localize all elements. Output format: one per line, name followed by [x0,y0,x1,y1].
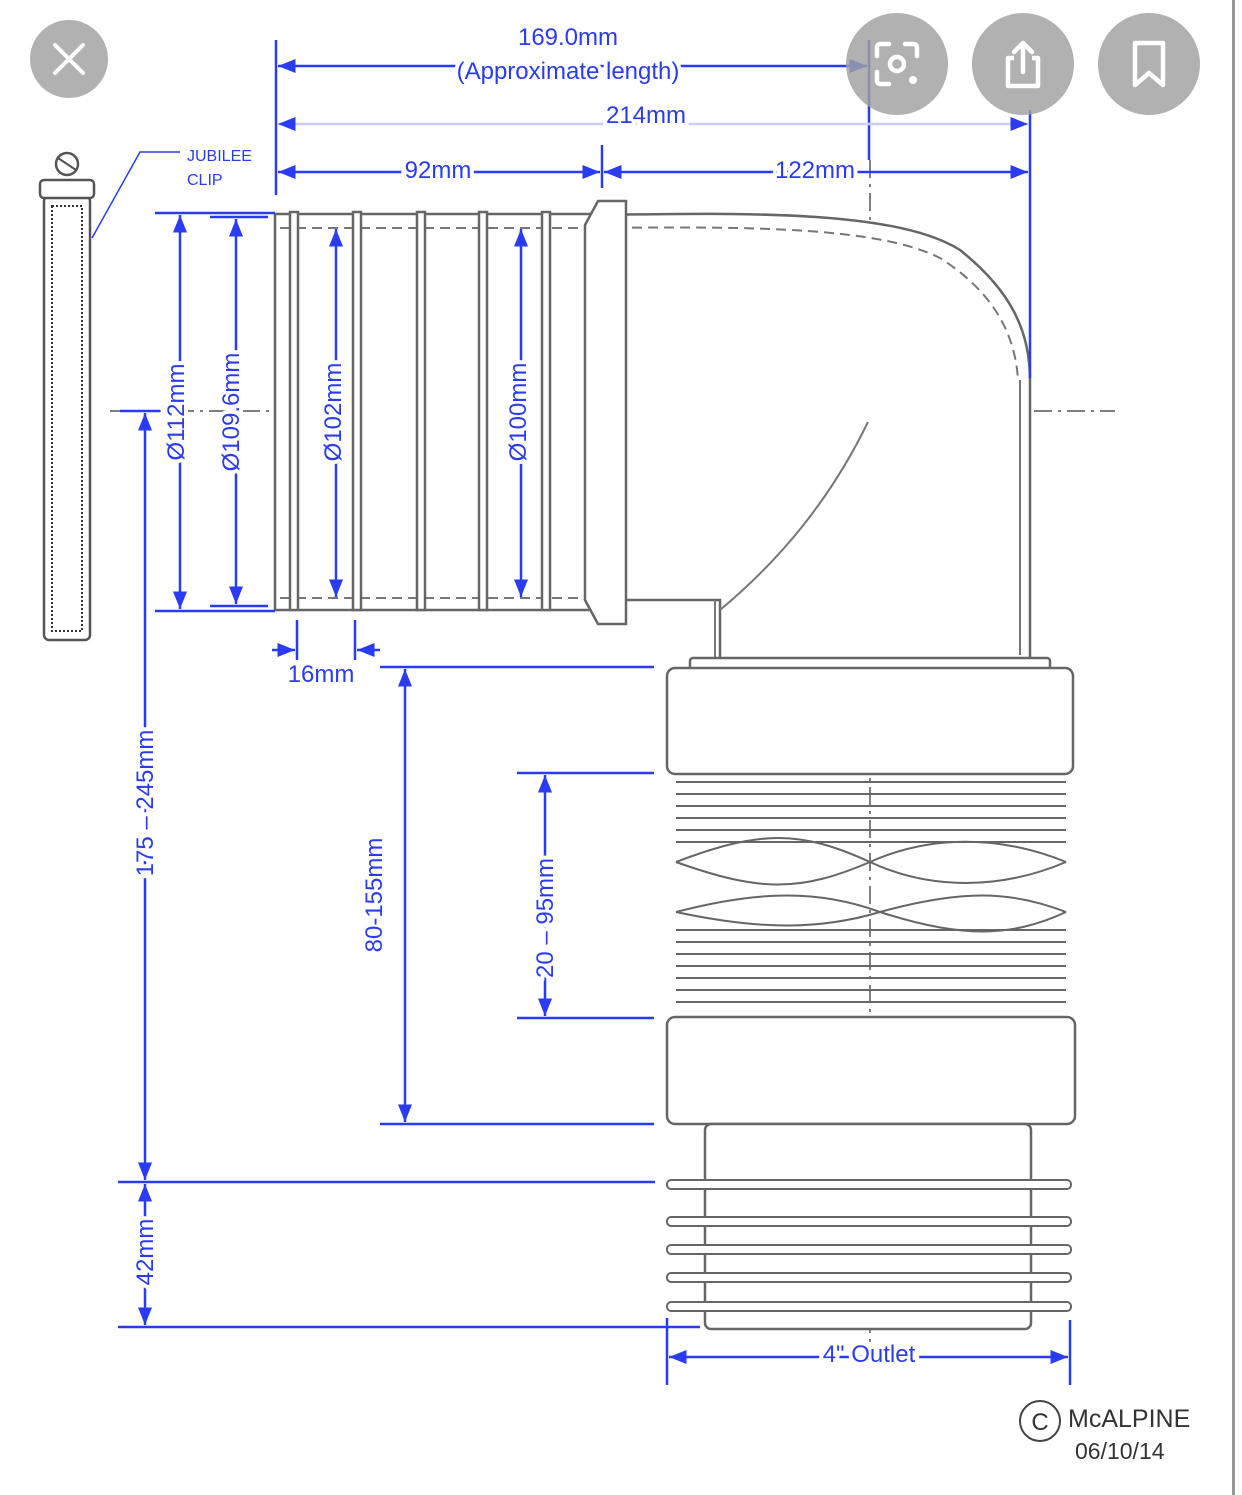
diameter-102-label: Ø102mm [320,363,347,462]
maker-name: McALPINE [1068,1405,1190,1433]
close-icon [53,43,85,75]
copyright-symbol: C [1031,1409,1048,1436]
diameter-112-label: Ø112mm [163,364,190,461]
pan-connector-outline [273,199,1077,1331]
share-icon [1005,40,1041,89]
height-range-label: 175 – 245mm [132,730,159,877]
telescopic-range-label: 80-155mm [361,838,388,953]
dimension-lines [118,40,1072,1385]
bend-length-label: 122mm [775,157,855,184]
copyright-mark: C McALPINE 06/10/14 [1019,1400,1190,1464]
drawing-date: 06/10/14 [1075,1438,1165,1464]
diameter-100-label: Ø100mm [505,363,532,462]
bookmark-icon [1132,40,1166,88]
share-button[interactable] [972,13,1074,115]
clip-label-2: CLIP [187,172,223,189]
spigot-length-label: 42mm [132,1219,159,1286]
jubilee-clip [38,151,180,642]
socket-length-label: 92mm [405,157,472,184]
length-approx-value: 169.0mm [518,24,618,51]
overall-length-label: 214mm [606,102,686,129]
image-edge-divider [1232,0,1235,1495]
rib-pitch-label: 16mm [288,661,355,688]
bookmark-button[interactable] [1098,13,1200,115]
length-approx-note: (Approximate length) [457,58,680,85]
lens-search-button[interactable] [846,13,948,115]
lens-search-icon [874,41,920,87]
outlet-label: 4" Outlet [823,1341,916,1368]
diameter-109-label: Ø109.6mm [218,353,245,472]
clip-label-1: JUBILEE [187,148,252,165]
thread-range-label: 20 – 95mm [532,858,559,978]
close-button[interactable] [30,20,108,98]
